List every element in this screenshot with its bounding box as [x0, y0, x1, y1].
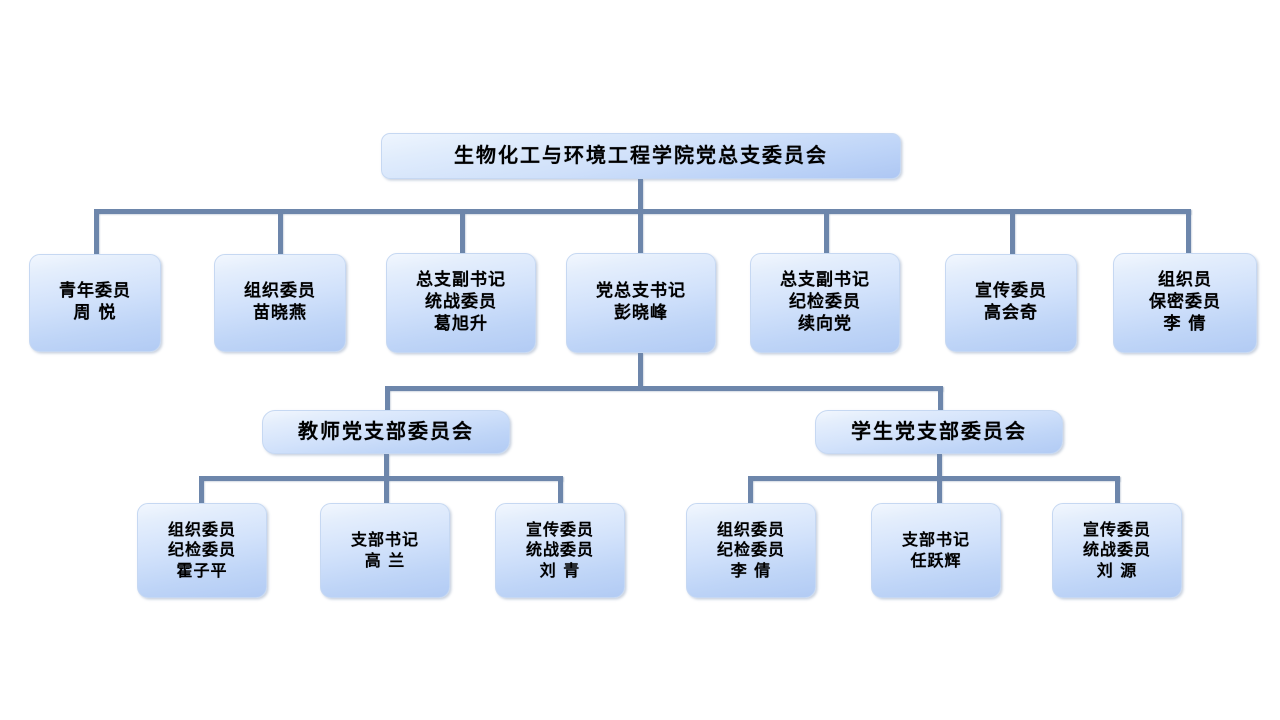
- org-node-label: 支部书记: [901, 530, 970, 550]
- connector-branch-bus: [385, 386, 943, 391]
- org-node-label: 李 倩: [730, 560, 772, 580]
- connector-drop-branch-1: [385, 386, 390, 411]
- org-node-label: 葛旭升: [434, 313, 488, 334]
- org-node-label: 组织委员: [244, 281, 316, 302]
- org-node-label: 任跃辉: [910, 550, 962, 570]
- org-node-label: 保密委员: [1149, 292, 1221, 313]
- org-node-label: 宣传委员: [1082, 519, 1151, 539]
- org-node-label: 组织委员: [716, 519, 785, 539]
- org-node-officer-6[interactable]: 宣传委员 高会奇: [945, 254, 1077, 352]
- connector-student-stem: [937, 454, 942, 478]
- connector-drop-officer-4: [638, 209, 643, 254]
- org-node-label: 支部书记: [350, 530, 419, 550]
- org-node-officer-7[interactable]: 组织员 保密委员 李 倩: [1113, 253, 1257, 353]
- org-node-teacher-member-2[interactable]: 支部书记 高 兰: [320, 503, 450, 598]
- org-node-branch-teacher[interactable]: 教师党支部委员会: [262, 410, 510, 454]
- org-node-label: 周 悦: [73, 303, 117, 323]
- connector-drop-student-3: [1115, 476, 1120, 505]
- connector-teacher-bus: [199, 476, 563, 481]
- org-node-teacher-member-1[interactable]: 组织委员 纪检委员 霍子平: [137, 503, 267, 598]
- connector-drop-teacher-3: [558, 476, 563, 505]
- org-node-officer-1[interactable]: 青年委员 周 悦: [29, 254, 161, 352]
- connector-secretary-stem: [638, 353, 643, 388]
- org-node-label: 青年委员: [59, 281, 131, 302]
- org-node-student-member-3[interactable]: 宣传委员 统战委员 刘 源: [1052, 503, 1182, 598]
- org-node-officer-2[interactable]: 组织委员 苗晓燕: [214, 254, 346, 352]
- org-node-label: 霍子平: [176, 560, 228, 580]
- connector-drop-teacher-2: [384, 476, 389, 505]
- connector-drop-officer-3: [460, 209, 465, 254]
- connector-drop-officer-2: [278, 209, 283, 254]
- org-node-student-member-1[interactable]: 组织委员 纪检委员 李 倩: [686, 503, 816, 598]
- org-node-label: 统战委员: [1082, 540, 1151, 560]
- connector-drop-officer-1: [94, 209, 99, 254]
- org-node-label: 纪检委员: [716, 540, 785, 560]
- org-node-student-member-2[interactable]: 支部书记 任跃辉: [871, 503, 1001, 598]
- connector-drop-teacher-1: [199, 476, 204, 505]
- connector-teacher-stem: [384, 454, 389, 478]
- connector-drop-student-2: [937, 476, 942, 505]
- org-node-label: 苗晓燕: [253, 303, 307, 323]
- connector-drop-officer-5: [824, 209, 829, 254]
- org-node-label: 纪检委员: [167, 540, 236, 560]
- org-node-branch-student[interactable]: 学生党支部委员会: [815, 410, 1063, 454]
- org-node-officer-3[interactable]: 总支副书记 统战委员 葛旭升: [386, 253, 536, 353]
- org-node-teacher-member-3[interactable]: 宣传委员 统战委员 刘 青: [495, 503, 625, 598]
- org-node-label: 彭晓峰: [614, 303, 668, 323]
- org-node-label: 李 倩: [1163, 313, 1207, 334]
- connector-drop-student-1: [748, 476, 753, 505]
- org-node-label: 统战委员: [425, 292, 497, 313]
- org-node-label: 总支副书记: [416, 270, 506, 291]
- connector-root-stem: [638, 179, 643, 211]
- org-node-label: 高会奇: [984, 303, 1038, 323]
- connector-drop-branch-2: [938, 386, 943, 411]
- org-node-label: 纪检委员: [789, 292, 861, 313]
- org-node-label: 高 兰: [364, 550, 406, 570]
- org-node-label: 刘 青: [539, 560, 581, 580]
- org-node-label: 组织员: [1158, 270, 1212, 291]
- org-node-officer-4[interactable]: 党总支书记 彭晓峰: [566, 253, 716, 353]
- org-node-label: 宣传委员: [525, 519, 594, 539]
- org-node-label: 生物化工与环境工程学院党总支委员会: [454, 143, 828, 168]
- org-node-label: 党总支书记: [596, 281, 686, 302]
- org-node-root[interactable]: 生物化工与环境工程学院党总支委员会: [381, 133, 901, 179]
- org-node-officer-5[interactable]: 总支副书记 纪检委员 续向党: [750, 253, 900, 353]
- connector-student-bus: [748, 476, 1120, 481]
- org-node-label: 统战委员: [525, 540, 594, 560]
- connector-drop-officer-6: [1010, 209, 1015, 254]
- connector-drop-officer-7: [1186, 209, 1191, 254]
- org-node-label: 组织委员: [167, 519, 236, 539]
- org-node-label: 教师党支部委员会: [298, 419, 474, 444]
- org-node-label: 总支副书记: [780, 270, 870, 291]
- org-node-label: 学生党支部委员会: [851, 419, 1027, 444]
- org-node-label: 刘 源: [1096, 560, 1138, 580]
- org-node-label: 续向党: [798, 313, 852, 334]
- org-node-label: 宣传委员: [975, 281, 1047, 302]
